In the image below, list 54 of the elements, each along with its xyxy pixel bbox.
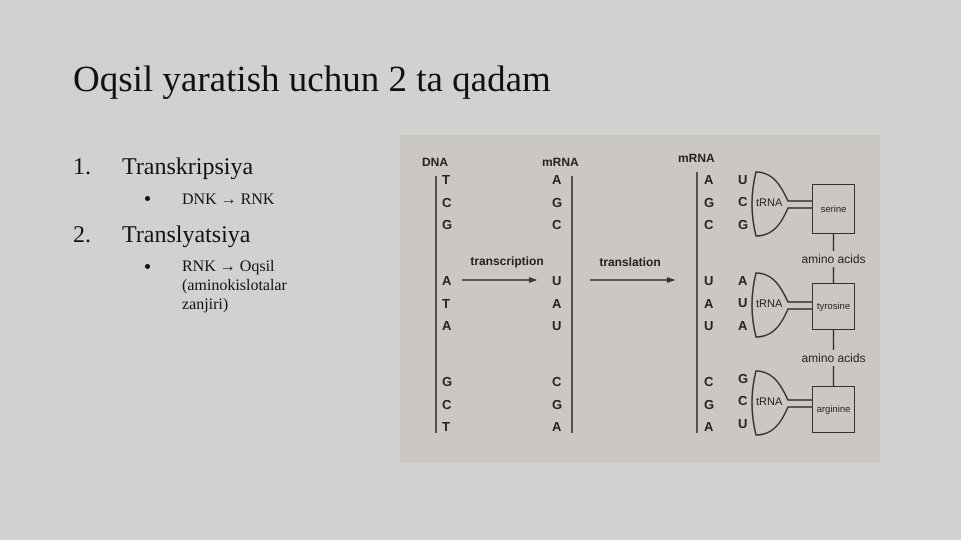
- base-letter: A: [552, 296, 562, 310]
- base-letter: A: [738, 318, 748, 333]
- base-letter: U: [738, 295, 748, 310]
- base-letter: U: [738, 416, 748, 431]
- base-letter: U: [704, 318, 714, 333]
- list-item: Translyatsiya: [122, 222, 250, 249]
- edge-label: amino acids: [799, 350, 868, 366]
- base-letter: A: [442, 318, 452, 333]
- base-letter: C: [738, 194, 748, 209]
- base-letter: G: [738, 217, 748, 232]
- slide-title: Oqsil yaratish uchun 2 ta qadam: [73, 58, 551, 101]
- arrow: [590, 277, 675, 283]
- base-letter: C: [738, 393, 748, 408]
- base-letter: A: [704, 172, 714, 187]
- base-letter: U: [552, 318, 562, 333]
- base-letter: C: [552, 374, 562, 389]
- square-box: arginine: [812, 386, 855, 433]
- base-letter: T: [442, 419, 450, 434]
- strand-label: DNA: [422, 155, 448, 169]
- base-letter: A: [552, 419, 562, 434]
- base-letter: U: [738, 172, 748, 187]
- base-letter: C: [704, 217, 714, 232]
- base-letter: U: [704, 273, 714, 288]
- arrow: [462, 277, 537, 283]
- base-letter: A: [552, 172, 562, 187]
- base-letter: G: [738, 371, 748, 386]
- base-letter: A: [738, 273, 748, 288]
- square-box: serine: [812, 184, 855, 234]
- strand-label: mRNA: [678, 151, 715, 165]
- base-letter: C: [442, 396, 452, 412]
- sub-item: RNK → Oqsil (aminokislotalar zanjiri): [182, 257, 288, 314]
- base-letter: G: [552, 194, 562, 210]
- sub-item: DNK → RNK: [182, 190, 274, 209]
- base-letter: A: [704, 419, 714, 434]
- base-letter: C: [442, 194, 452, 210]
- base-letter: A: [704, 296, 714, 310]
- square-box: tyrosine: [812, 283, 855, 330]
- strand-label: mRNA: [542, 155, 579, 169]
- base-letter: A: [442, 273, 452, 288]
- list-number: 1.: [73, 154, 91, 181]
- base-letter: G: [442, 374, 452, 389]
- edge-label: amino acids: [799, 250, 868, 266]
- edge-label: transcription: [468, 253, 546, 269]
- base-letter: T: [442, 296, 450, 310]
- base-letter: G: [552, 396, 562, 412]
- list-number: 2.: [73, 222, 91, 249]
- base-letter: G: [704, 396, 714, 412]
- base-letter: C: [704, 374, 714, 389]
- base-letter: C: [552, 217, 562, 232]
- base-letter: G: [442, 217, 452, 232]
- base-letter: T: [442, 172, 450, 187]
- list-item: Transkripsiya: [122, 154, 254, 181]
- base-letter: U: [552, 273, 562, 288]
- base-letter: G: [704, 194, 714, 210]
